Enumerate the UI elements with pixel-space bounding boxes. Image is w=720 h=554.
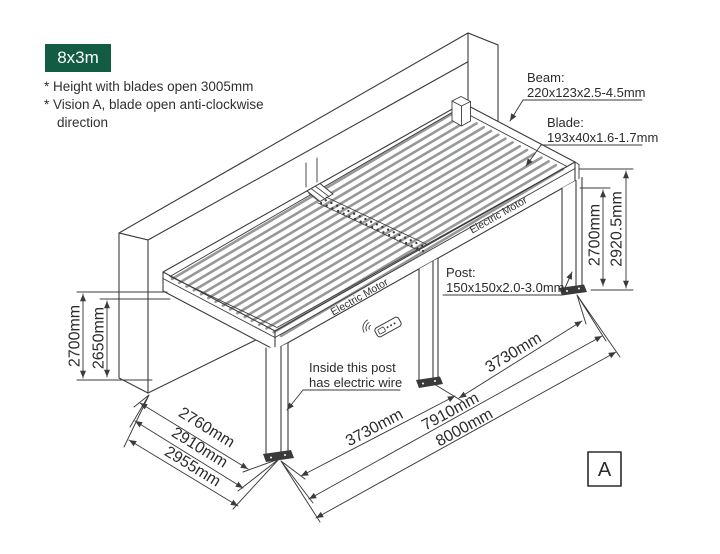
drain-hole — [359, 220, 362, 223]
drain-hole — [398, 233, 401, 237]
size-badge: 8x3m — [45, 44, 111, 72]
right-post — [559, 176, 587, 296]
note-height: * Height with blades open 3005mm — [44, 79, 254, 94]
drain-hole — [342, 212, 345, 215]
drain-hole — [324, 199, 327, 202]
roof-blade — [228, 141, 514, 311]
left-ext-lines — [76, 291, 171, 381]
drain-hole — [410, 244, 413, 247]
post-foot — [263, 450, 294, 462]
roof-blade — [250, 152, 536, 323]
note-vision-cont: direction — [57, 115, 109, 130]
post-label-spec: 150x150x2.0-3.0mm — [446, 280, 565, 295]
drain-hole — [358, 215, 361, 218]
dim-bay-right: 3730mm — [483, 330, 545, 377]
post-foot — [559, 284, 587, 296]
blade-label-spec: 193x40x1.6-1.7mm — [547, 130, 658, 145]
beam-label-spec: 220x123x2.5-4.5mm — [527, 85, 646, 100]
inside-post-label-1: Inside this post — [309, 360, 396, 375]
drain-hole — [352, 212, 356, 215]
dim-line-bay-left — [300, 395, 456, 477]
drain-hole — [330, 201, 333, 205]
drain-hole — [392, 231, 395, 234]
strip-holes — [319, 199, 425, 253]
drain-hole — [319, 201, 323, 205]
dim-right-inner: 2700mm — [587, 204, 604, 266]
drain-hole — [403, 236, 407, 239]
signal-waves-icon — [362, 319, 371, 333]
rear-corner-post-top — [451, 96, 471, 127]
drain-hole — [347, 209, 350, 213]
drain-hole — [381, 225, 384, 229]
callout-leaders — [287, 99, 643, 410]
dim-line-bay-right — [458, 320, 583, 399]
right-ext-lines — [578, 168, 634, 291]
roof-blade — [207, 129, 493, 300]
roof-blade — [214, 133, 500, 304]
drain-hole — [416, 247, 419, 250]
drain-hole — [364, 217, 367, 221]
post-label-title: Post: — [446, 265, 476, 280]
dim-right-outer: 2920.5mm — [609, 191, 626, 267]
bottom-ext-left — [280, 460, 321, 523]
roof-blade — [192, 122, 478, 292]
motor-channel-strip — [317, 196, 429, 253]
beam-label-title: Beam: — [527, 70, 565, 85]
inside-post-label-2: has electric wire — [309, 375, 402, 390]
drain-hole — [335, 204, 339, 207]
note-vision: * Vision A, blade open anti-clockwise — [44, 97, 264, 112]
side-ext-wall — [123, 394, 150, 448]
drain-hole — [348, 215, 351, 218]
roof-blade — [221, 137, 507, 307]
drain-hole — [353, 217, 357, 221]
dim-line-total-width — [315, 351, 617, 519]
drain-hole — [336, 209, 340, 213]
side-ext-post — [232, 458, 280, 510]
drain-hole — [365, 223, 368, 226]
dim-bay-left: 3730mm — [343, 406, 406, 450]
view-label: A — [598, 459, 612, 481]
drain-hole — [375, 223, 378, 226]
blade-label-title: Blade: — [547, 115, 584, 130]
drawing-notes: * Height with blades open 3005mm * Visio… — [44, 78, 264, 132]
fascia-lip-line — [162, 168, 576, 338]
remote-control — [362, 316, 402, 338]
drain-hole — [409, 239, 412, 242]
roof — [162, 96, 580, 351]
wall-left-end — [118, 232, 149, 394]
roof-blade — [185, 118, 471, 288]
dim-left-outer: 2700mm — [67, 305, 84, 367]
drain-hole — [376, 228, 379, 231]
drain-hole — [420, 244, 424, 247]
drain-hole — [399, 239, 402, 242]
drain-hole — [386, 228, 390, 231]
dim-line-side-2955 — [128, 439, 239, 507]
drain-hole — [387, 233, 391, 237]
drain-hole — [404, 241, 408, 245]
middle-post — [416, 257, 443, 388]
drain-hole — [370, 225, 374, 229]
dimension-lines — [76, 168, 634, 523]
drain-hole — [382, 231, 385, 234]
drain-hole — [331, 207, 334, 210]
roof-blade — [279, 167, 565, 338]
wall-bracket-lines — [305, 157, 318, 188]
drain-hole — [393, 236, 396, 239]
wall-block — [118, 32, 499, 394]
bottom-ext-right — [576, 294, 621, 358]
wall-bottom-edge — [147, 333, 269, 394]
drain-hole — [325, 204, 328, 207]
view-label-box: A — [587, 451, 622, 487]
drain-hole — [341, 207, 344, 210]
drain-hole — [415, 241, 418, 245]
front-left-post — [263, 342, 294, 462]
roof-blade — [199, 125, 486, 296]
drain-hole — [369, 220, 373, 223]
roof-blade — [243, 148, 529, 319]
drain-hole — [421, 249, 425, 253]
roof-left-fascia — [162, 271, 276, 351]
roof-inner-frame — [169, 108, 568, 328]
dim-left-inner: 2650mm — [91, 307, 108, 369]
